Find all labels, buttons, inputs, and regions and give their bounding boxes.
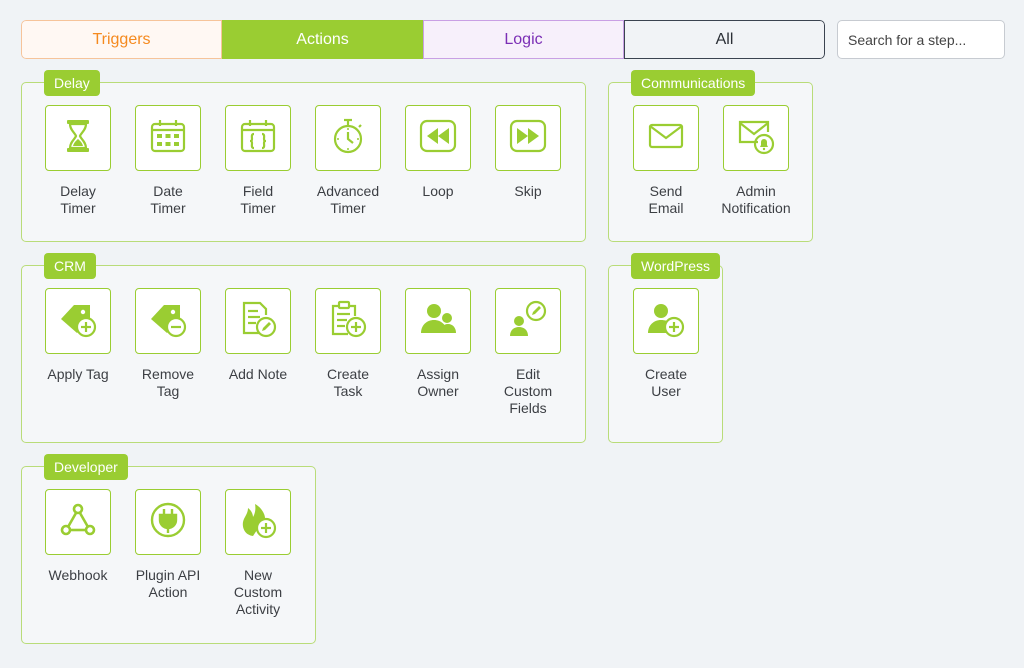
step-new-custom-activity[interactable]: New Custom Activity <box>213 489 303 618</box>
users-icon <box>418 299 458 344</box>
step-label: Remove Tag <box>141 366 195 399</box>
fast-forward-icon <box>508 116 548 161</box>
step-label: Assign Owner <box>416 366 460 399</box>
step-send-email[interactable]: Send Email <box>621 105 711 217</box>
group-developer: Developer Webhook Plugin API Action New … <box>21 454 316 644</box>
step-label: Plugin API Action <box>135 567 201 600</box>
step-field-timer[interactable]: Field Timer <box>213 105 303 217</box>
calendar-icon <box>148 116 188 161</box>
note-pen-icon <box>238 299 278 344</box>
envelope-bell-icon <box>736 116 776 161</box>
step-advanced-timer[interactable]: Advanced Timer <box>303 105 393 217</box>
tag-plus-icon <box>58 299 98 344</box>
tab-logic[interactable]: Logic <box>423 20 624 59</box>
step-date-timer[interactable]: Date Timer <box>123 105 213 217</box>
user-plus-icon <box>646 299 686 344</box>
envelope-icon <box>646 116 686 161</box>
step-label: Create Task <box>326 366 370 399</box>
step-label: Loop <box>422 183 454 199</box>
step-label: Add Note <box>228 366 288 382</box>
group-delay: Delay Delay Timer Date Timer Field Timer… <box>21 70 586 242</box>
step-edit-custom-fields[interactable]: Edit Custom Fields <box>483 288 573 417</box>
step-label: Field Timer <box>240 183 276 216</box>
group-label: WordPress <box>631 253 720 279</box>
step-label: Delay Timer <box>60 183 96 216</box>
group-label: Communications <box>631 70 756 96</box>
group-label: Delay <box>44 70 100 96</box>
step-create-task[interactable]: Create Task <box>303 288 393 400</box>
step-label: New Custom Activity <box>233 567 283 617</box>
step-label: Webhook <box>48 567 108 583</box>
step-label: Send Email <box>648 183 684 216</box>
tab-actions[interactable]: Actions <box>222 20 423 59</box>
step-add-note[interactable]: Add Note <box>213 288 303 383</box>
user-pen-icon <box>508 299 548 344</box>
tag-minus-icon <box>148 299 188 344</box>
step-label: Admin Notification <box>721 183 791 216</box>
group-wordpress: WordPress Create User <box>608 253 723 443</box>
flame-plus-icon <box>238 500 278 545</box>
plug-icon <box>148 500 188 545</box>
step-webhook[interactable]: Webhook <box>33 489 123 584</box>
step-label: Skip <box>514 183 542 199</box>
step-label: Apply Tag <box>47 366 109 382</box>
step-remove-tag[interactable]: Remove Tag <box>123 288 213 400</box>
step-apply-tag[interactable]: Apply Tag <box>33 288 123 383</box>
rewind-icon <box>418 116 458 161</box>
step-admin-notification[interactable]: Admin Notification <box>711 105 801 217</box>
step-type-tabs: Triggers Actions Logic All <box>21 20 825 59</box>
search-input[interactable] <box>837 20 1005 59</box>
hourglass-icon <box>58 116 98 161</box>
webhook-icon <box>58 500 98 545</box>
step-loop[interactable]: Loop <box>393 105 483 200</box>
step-plugin-api-action[interactable]: Plugin API Action <box>123 489 213 601</box>
group-crm: CRM Apply Tag Remove Tag Add Note Create… <box>21 253 586 443</box>
group-label: Developer <box>44 454 128 480</box>
step-create-user[interactable]: Create User <box>621 288 711 400</box>
calendar-braces-icon <box>238 116 278 161</box>
step-label: Date Timer <box>150 183 186 216</box>
tab-triggers[interactable]: Triggers <box>21 20 222 59</box>
step-assign-owner[interactable]: Assign Owner <box>393 288 483 400</box>
step-label: Edit Custom Fields <box>503 366 553 416</box>
group-label: CRM <box>44 253 96 279</box>
stopwatch-icon <box>328 116 368 161</box>
clipboard-plus-icon <box>328 299 368 344</box>
step-delay-timer[interactable]: Delay Timer <box>33 105 123 217</box>
tab-all[interactable]: All <box>624 20 825 59</box>
step-label: Create User <box>644 366 688 399</box>
step-skip[interactable]: Skip <box>483 105 573 200</box>
group-communications: Communications Send Email Admin Notifica… <box>608 70 813 242</box>
step-label: Advanced Timer <box>316 183 380 216</box>
